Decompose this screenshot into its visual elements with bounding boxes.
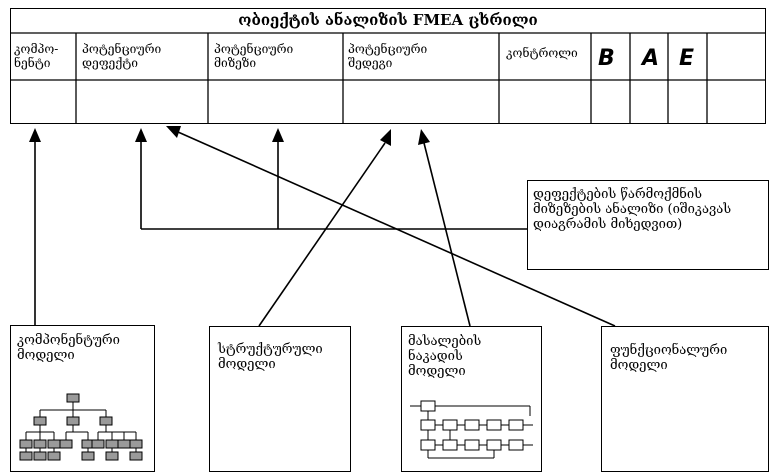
tree-diagram (19, 393, 143, 461)
analysis-box-label: დეფექტების წარმოქმნის მიზეზების ანალიზი … (533, 187, 732, 232)
col-header-potential-cause: პოტენციური მიზეზი (214, 42, 294, 70)
fmea-table (10, 8, 766, 124)
arrow-head-effect-1 (380, 129, 391, 146)
structural-model-label: სტრუქტურული მოდელი (218, 342, 323, 372)
arrow-head-functional (166, 126, 181, 138)
col-header-potential-effect: პოტენციური შედეგი (348, 42, 428, 70)
component-model-label: კომპონენტური მოდელი (17, 333, 120, 363)
table-grid (10, 32, 766, 124)
col-header-b: B (598, 46, 615, 71)
functional-model-label: ფუნქციონალური მოდელი (610, 343, 728, 373)
arrow-head-component (29, 128, 41, 142)
flow-diagram (410, 400, 533, 459)
arrow-head-effect-2 (418, 129, 430, 145)
structural-model-box (209, 326, 351, 472)
col-header-component: კომპო- ნენტი (14, 42, 59, 70)
arrow-head-cause (272, 128, 284, 142)
material-flow-model-label: მასალების ნაკადის მოდელი (408, 334, 482, 379)
connector-lines (34, 131, 616, 327)
analysis-box (527, 180, 769, 270)
col-header-e: E (679, 46, 695, 71)
col-header-a: A (642, 46, 660, 71)
col-header-potential-defect: პოტენციური დეფექტი (82, 42, 162, 70)
arrow-heads (29, 126, 430, 146)
table-title: ობიექტის ანალიზის FMEA ცხრილი (238, 11, 538, 29)
arrow-head-defect (135, 128, 147, 142)
col-header-control: კონტროლი (506, 46, 578, 60)
